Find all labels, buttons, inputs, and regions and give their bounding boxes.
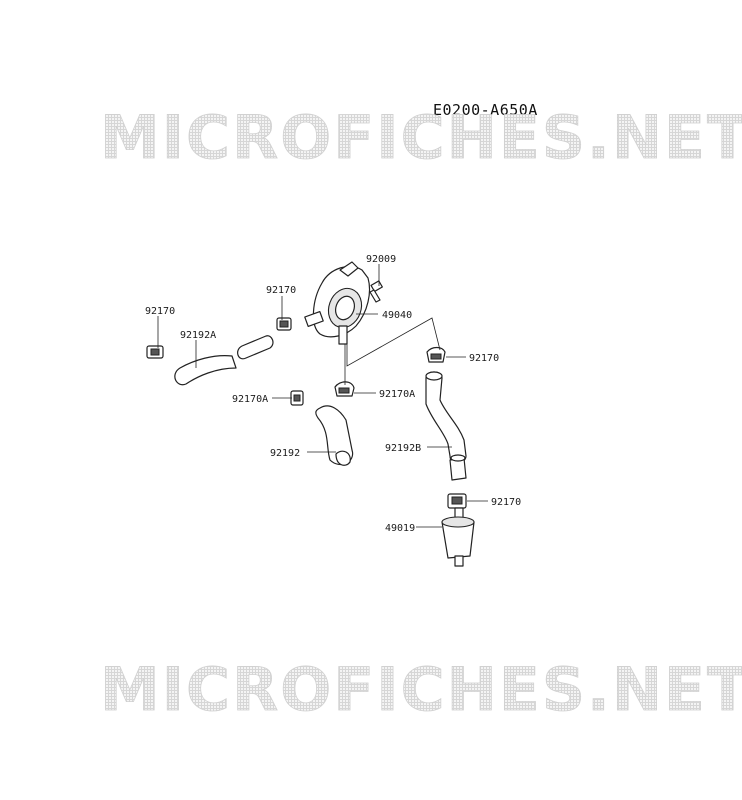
label-92170-far-left: 92170 <box>145 306 175 317</box>
label-49019: 49019 <box>385 523 415 534</box>
label-92170A-left: 92170A <box>232 394 268 405</box>
watermark-top: MICROFICHES.NET <box>100 103 742 173</box>
label-92192: 92192 <box>270 448 300 459</box>
label-92170-right-upper: 92170 <box>469 353 499 364</box>
clamp-92170-far-left <box>146 345 164 359</box>
label-92192B: 92192B <box>385 443 421 454</box>
fuel-pump-49040 <box>304 261 371 345</box>
bolt-92009 <box>369 280 383 303</box>
label-49040: 49040 <box>382 310 412 321</box>
clamp-92170-right-lower <box>447 493 467 509</box>
label-92192A: 92192A <box>180 330 216 341</box>
leader-lines <box>157 264 488 528</box>
label-92170-pump-left: 92170 <box>266 285 296 296</box>
clamp-92170A-left <box>290 390 304 406</box>
hose-92192B <box>425 371 467 481</box>
watermark-bottom: MICROFICHES.NET <box>100 655 742 725</box>
label-92009: 92009 <box>366 254 396 265</box>
label-92170-right-lower: 92170 <box>491 497 521 508</box>
hose-92192A <box>174 355 237 386</box>
label-92170A-right: 92170A <box>379 389 415 400</box>
reference-code: E0200-A650A <box>433 101 538 119</box>
hose-92192 <box>315 405 354 466</box>
short-hose <box>237 335 274 360</box>
clamp-92170-right-upper <box>426 346 446 363</box>
fuel-filter-49019 <box>441 507 475 567</box>
clamp-92170A-right <box>334 381 355 397</box>
clamp-92170-pump-left <box>276 317 292 331</box>
